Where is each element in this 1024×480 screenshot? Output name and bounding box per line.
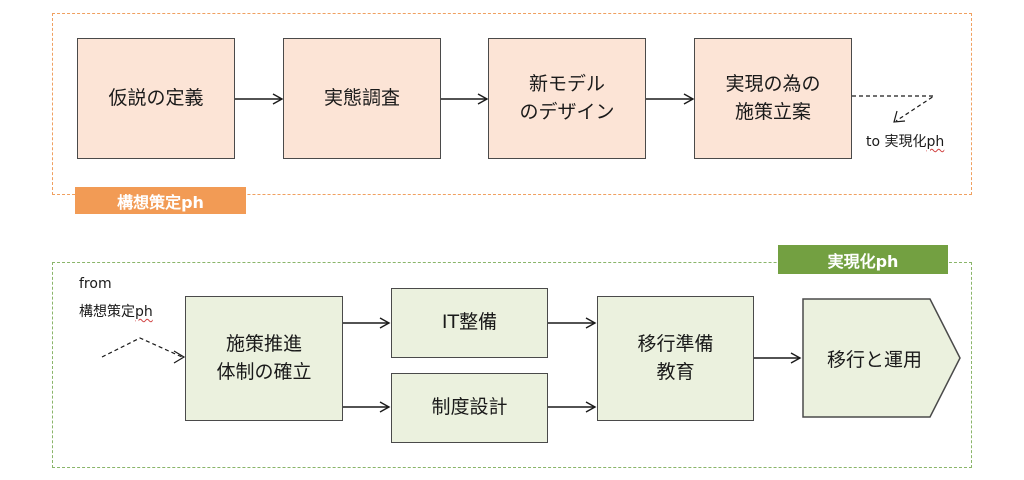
handoff-label: to 実現化ph bbox=[866, 131, 944, 151]
step-system-design: 制度設計 bbox=[391, 373, 548, 443]
step-transition-prep-education: 移行準備 教育 bbox=[597, 296, 754, 421]
concept-phase-frame bbox=[52, 13, 972, 195]
handoff-label-target: 実現化 bbox=[884, 134, 927, 150]
realization-phase-tag: 実現化ph bbox=[778, 245, 948, 274]
concept-phase-tag: 構想策定ph bbox=[75, 187, 246, 214]
realization-phase-frame bbox=[52, 262, 972, 468]
from-source-label: 構想策定ph bbox=[79, 301, 153, 321]
from-source-main: 構想策定 bbox=[79, 304, 135, 320]
handoff-label-suffix: ph bbox=[926, 134, 945, 150]
step-it-setup: IT整備 bbox=[391, 288, 548, 358]
handoff-label-prefix: to bbox=[866, 134, 885, 150]
operation-pentagon-shape bbox=[802, 298, 961, 418]
step-current-state-survey: 実態調査 bbox=[283, 38, 441, 159]
step-transition-and-operation: 移行と運用 bbox=[826, 348, 922, 371]
from-source-suffix: ph bbox=[135, 304, 153, 320]
step-new-model-design: 新モデル のデザイン bbox=[488, 38, 646, 159]
from-label: from bbox=[79, 276, 112, 292]
step-hypothesis-definition: 仮説の定義 bbox=[77, 38, 235, 159]
step-measure-planning: 実現の為の 施策立案 bbox=[694, 38, 852, 159]
step-promotion-structure: 施策推進 体制の確立 bbox=[185, 296, 343, 421]
